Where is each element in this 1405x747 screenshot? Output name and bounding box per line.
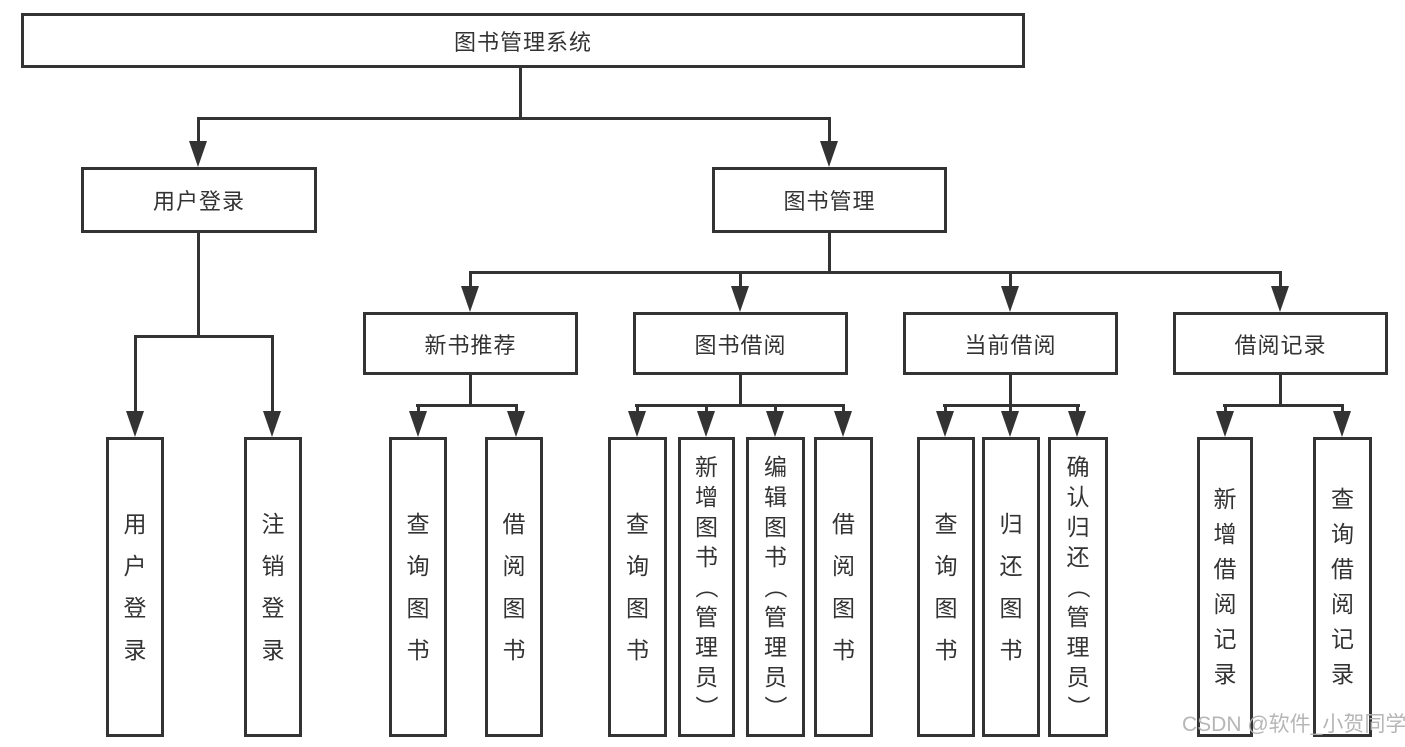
- connector-to-leaf-login: [134, 338, 137, 412]
- leaf-add-borrow-record: 新增借阅记录: [1197, 437, 1253, 737]
- connector-level3-bar: [469, 271, 1282, 274]
- connector-groupB-drop4: [842, 407, 845, 412]
- leaf-add-books-admin: 新增图书（管理员）: [678, 437, 735, 737]
- arrow-head: [126, 411, 144, 437]
- connector-groupD-drop1: [1224, 407, 1227, 412]
- leaf-logout: 注销登录: [244, 437, 302, 737]
- node-library-system: 图书管理系统: [21, 13, 1025, 68]
- connector-to-leaf-logout: [271, 338, 274, 412]
- arrow-head: [409, 411, 427, 437]
- arrow-head: [766, 411, 784, 437]
- connector-to-user-login: [197, 120, 200, 143]
- leaf-return-books: 归还图书: [982, 437, 1040, 737]
- arrow-head: [936, 411, 954, 437]
- connector-groupC-bar: [943, 404, 1080, 407]
- connector-to-current-borrow: [1009, 274, 1012, 287]
- node-current-borrow: 当前借阅: [903, 312, 1118, 375]
- connector-groupD-stem: [1279, 375, 1282, 406]
- node-book-management: 图书管理: [712, 167, 947, 233]
- arrow-head: [189, 141, 207, 167]
- connector-book-mgmt-stem: [828, 232, 831, 274]
- connector-to-book-borrow: [739, 274, 742, 287]
- arrow-head: [834, 411, 852, 437]
- arrow-head: [461, 286, 479, 312]
- leaf-edit-books-admin: 编辑图书（管理员）: [746, 437, 805, 737]
- connector-groupB-drop1: [636, 407, 639, 412]
- connector-level1-bar: [197, 117, 831, 120]
- connector-groupC-drop3: [1076, 407, 1079, 412]
- arrow-head: [1068, 411, 1086, 437]
- arrow-head: [731, 286, 749, 312]
- arrow-head: [263, 411, 281, 437]
- node-user-login: 用户登录: [81, 167, 317, 233]
- connector-groupD-drop2: [1341, 407, 1344, 412]
- connector-to-new-books: [469, 274, 472, 287]
- leaf-query-books-recommend: 查询图书: [389, 437, 447, 737]
- connector-user-login-bar: [134, 335, 274, 338]
- arrow-head: [1001, 286, 1019, 312]
- node-borrow-records: 借阅记录: [1173, 312, 1388, 375]
- connector-groupD-bar: [1223, 404, 1344, 407]
- connector-groupC-drop2: [1009, 407, 1012, 412]
- connector-groupA-drop2: [515, 407, 518, 412]
- arrow-head: [1271, 286, 1289, 312]
- csdn-watermark: CSDN @软件_小贺同学: [1182, 713, 1405, 736]
- connector-to-borrow-records: [1279, 274, 1282, 287]
- connector-groupB-stem: [739, 375, 742, 406]
- node-book-borrow: 图书借阅: [633, 312, 848, 375]
- arrow-head: [697, 411, 715, 437]
- leaf-borrow-books-recommend: 借阅图书: [485, 437, 543, 737]
- arrow-head: [1333, 411, 1351, 437]
- arrow-head: [1216, 411, 1234, 437]
- leaf-query-books-borrow: 查询图书: [608, 437, 667, 737]
- connector-groupB-drop3: [774, 407, 777, 412]
- leaf-user-login: 用户登录: [106, 437, 164, 737]
- node-new-book-recommend: 新书推荐: [363, 312, 578, 375]
- leaf-query-books-current: 查询图书: [917, 437, 975, 737]
- connector-groupB-drop2: [705, 407, 708, 412]
- connector-to-book-management: [828, 120, 831, 143]
- connector-groupC-stem: [1009, 375, 1012, 406]
- arrow-head: [628, 411, 646, 437]
- leaf-confirm-return-admin: 确认归还（管理员）: [1048, 437, 1108, 737]
- connector-groupA-bar: [416, 404, 518, 407]
- connector-groupA-drop1: [417, 407, 420, 412]
- arrow-head: [820, 141, 838, 167]
- connector-root-stem: [519, 68, 522, 118]
- connector-groupB-bar: [635, 404, 845, 407]
- arrow-head: [1001, 411, 1019, 437]
- leaf-borrow-books: 借阅图书: [814, 437, 873, 737]
- arrow-head: [507, 411, 525, 437]
- connector-groupC-drop1: [944, 407, 947, 412]
- connector-user-login-stem: [197, 232, 200, 336]
- connector-groupA-stem: [469, 375, 472, 406]
- leaf-query-borrow-record: 查询借阅记录: [1313, 437, 1372, 737]
